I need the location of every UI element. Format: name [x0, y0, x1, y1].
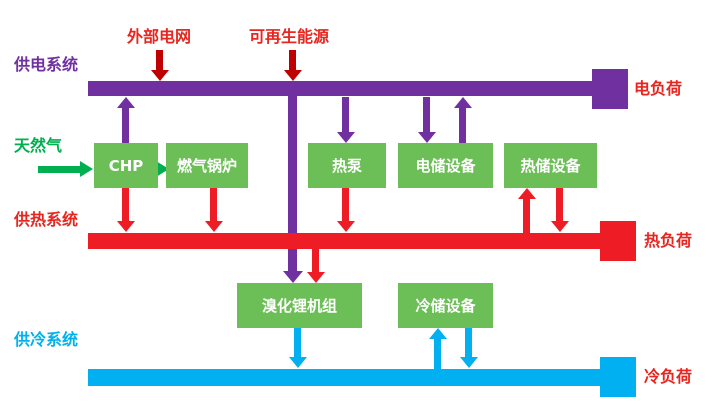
renewable-arrow-line [289, 50, 296, 71]
coolstorage-to-coolbus-line [465, 328, 472, 358]
power-supply-system-label: 供电系统 [14, 55, 79, 74]
bus-to-heatpump-arrow-down-icon [337, 132, 355, 143]
heat-load-label: 热负荷 [644, 231, 693, 250]
libr-to-coolbus-line [294, 328, 301, 358]
cool-bus-arrowhead-icon [600, 357, 636, 397]
bus-to-libr-arrow-down-icon [283, 271, 303, 283]
chp-to-heatbus-arrow-down-icon [117, 221, 135, 232]
cool-supply-system-label: 供冷系统 [14, 330, 79, 349]
heatbus-to-heatstorage-line [523, 198, 530, 233]
heatpump-to-heatbus-line [342, 188, 349, 222]
external-grid-label: 外部电网 [127, 27, 192, 46]
electric-bus-arrowhead-icon [592, 69, 628, 109]
boiler-to-heatbus-arrow-down-icon [205, 221, 223, 232]
boiler-to-heatbus-line [210, 188, 217, 222]
heatbus-to-libr-line [312, 249, 319, 273]
coolstorage-to-coolbus-arrow-down-icon [460, 357, 478, 368]
libr-unit-box: 溴化锂机组 [237, 283, 362, 328]
heatpump-to-heatbus-arrow-down-icon [337, 221, 355, 232]
elecstorage-to-bus-arrow-up-icon [454, 97, 472, 108]
external-grid-arrow-line [156, 50, 163, 71]
chp-box: CHP [94, 143, 158, 188]
cool-bus-line [88, 369, 600, 386]
natural-gas-label: 天然气 [14, 136, 63, 155]
chp-to-bus-line [122, 107, 129, 143]
bus-to-libr-line [288, 96, 297, 273]
electric-load-label: 电负荷 [634, 79, 683, 98]
bus-to-heatpump-line [342, 97, 349, 133]
gas-to-chp-arrow-right-icon [80, 161, 93, 177]
chp-to-bus-arrow-up-icon [117, 97, 135, 108]
heat-storage-box: 热储设备 [504, 143, 597, 188]
heatstorage-to-heatbus-line [556, 188, 563, 222]
renewable-arrow-down-icon [284, 70, 302, 81]
renewable-energy-label: 可再生能源 [249, 27, 330, 46]
bus-to-elecstorage-line [423, 97, 430, 133]
heatbus-to-libr-arrow-down-icon [307, 272, 325, 283]
cool-load-label: 冷负荷 [644, 367, 693, 386]
cool-storage-box: 冷储设备 [398, 283, 493, 328]
heatstorage-to-heatbus-arrow-down-icon [551, 221, 569, 232]
chp-to-heatbus-line [122, 188, 129, 222]
gas-to-boiler-arrow-right-icon [156, 161, 169, 177]
gas-boiler-box: 燃气锅炉 [166, 143, 248, 188]
coolbus-to-coolstorage-arrow-up-icon [429, 328, 447, 339]
heat-supply-system-label: 供热系统 [14, 210, 79, 229]
heat-pump-box: 热泵 [308, 143, 386, 188]
electric-storage-box: 电储设备 [398, 143, 493, 188]
coolbus-to-coolstorage-line [434, 338, 441, 369]
gas-to-chp-line [38, 166, 80, 173]
heat-bus-arrowhead-icon [600, 221, 636, 261]
bus-to-elecstorage-arrow-down-icon [418, 132, 436, 143]
external-grid-arrow-down-icon [151, 70, 169, 81]
heat-bus-line [88, 233, 600, 249]
heatbus-to-heatstorage-arrow-up-icon [518, 188, 536, 199]
electric-bus-line [88, 81, 592, 96]
libr-to-coolbus-arrow-down-icon [289, 357, 307, 368]
elecstorage-to-bus-line [459, 107, 466, 143]
